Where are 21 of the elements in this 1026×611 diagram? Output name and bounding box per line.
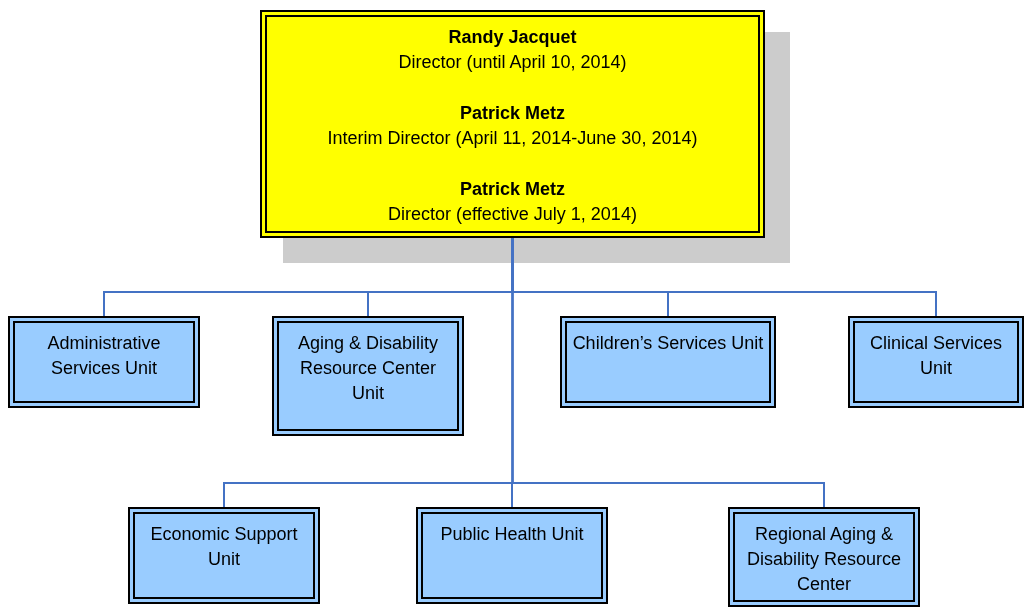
unit-name: Regional Aging & Disability Resource Center [745, 523, 903, 596]
person-name: Patrick Metz [459, 102, 565, 125]
unit-box [728, 507, 920, 607]
unit-name: Public Health Unit [440, 523, 584, 546]
unit-name: Clinical Services Unit [868, 332, 1003, 380]
role-text: Interim Director (April 11, 2014-June 30, 2014) [327, 127, 698, 150]
unit-name: Aging & Disability Resource Center Unit [296, 332, 440, 405]
unit-box [128, 507, 320, 604]
unit-box [560, 316, 776, 408]
unit-box [8, 316, 200, 408]
unit-box [272, 316, 464, 436]
role-text: Director (effective July 1, 2014) [388, 203, 637, 226]
role-text: Director (until April 10, 2014) [398, 51, 627, 74]
unit-name: Children’s Services Unit [572, 332, 764, 355]
person-name: Patrick Metz [459, 178, 565, 201]
unit-box [416, 507, 608, 604]
unit-name: Economic Support Unit [149, 523, 299, 571]
unit-box [848, 316, 1024, 408]
person-name: Randy Jacquet [448, 26, 577, 49]
director-box [260, 10, 765, 238]
unit-name: Administrative Services Unit [46, 332, 162, 380]
